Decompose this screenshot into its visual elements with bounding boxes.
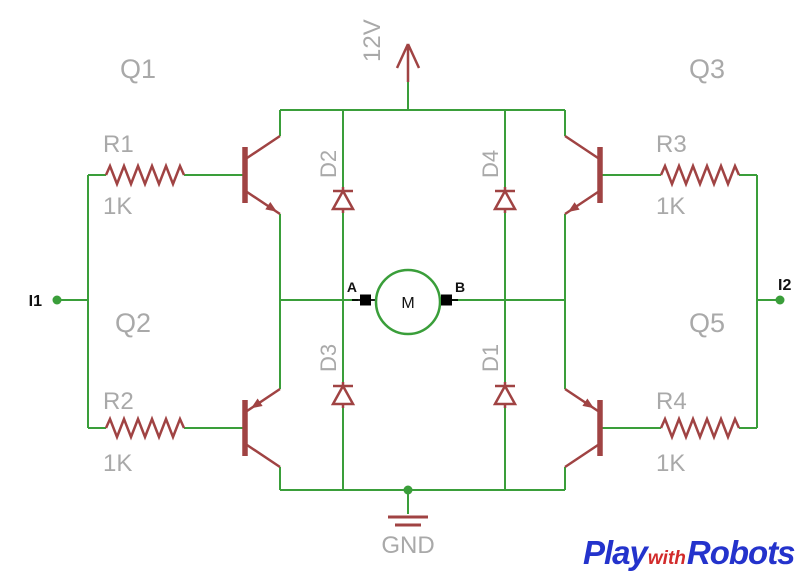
resistor-r1 bbox=[104, 164, 186, 186]
input-right-label: I2 bbox=[778, 277, 791, 294]
r4-value: 1K bbox=[656, 450, 685, 477]
diode-d3 bbox=[331, 380, 355, 410]
diode-d1 bbox=[493, 380, 517, 410]
transistor-q2 bbox=[242, 387, 281, 469]
d2-label: D2 bbox=[316, 150, 341, 178]
input-left-label: I1 bbox=[29, 293, 42, 310]
ground-node bbox=[403, 485, 413, 495]
r3-value: 1K bbox=[656, 193, 685, 220]
motor-terminal-a-pad bbox=[360, 294, 371, 306]
transistor-q5 bbox=[564, 387, 603, 469]
resistor-r3 bbox=[659, 164, 741, 186]
motor: M A B bbox=[347, 268, 465, 336]
d4-label: D4 bbox=[478, 150, 503, 178]
terminal-a-label: A bbox=[347, 279, 357, 295]
q1-label: Q1 bbox=[120, 54, 156, 84]
transistor-q3 bbox=[564, 134, 603, 216]
diode-d4 bbox=[493, 185, 517, 215]
resistor-r4 bbox=[659, 417, 741, 439]
r2-label: R2 bbox=[103, 388, 134, 415]
q3-label: Q3 bbox=[689, 54, 725, 84]
logo-part-with: with bbox=[647, 548, 686, 569]
r1-label: R1 bbox=[103, 131, 134, 158]
ground-symbol bbox=[388, 515, 428, 527]
r1-value: 1K bbox=[103, 193, 132, 220]
input-left-node bbox=[52, 295, 62, 305]
transistor-q1 bbox=[242, 134, 281, 216]
r4-label: R4 bbox=[656, 388, 687, 415]
motor-terminal-b-pad bbox=[441, 294, 452, 306]
d1-label: D1 bbox=[478, 344, 503, 372]
r2-value: 1K bbox=[103, 450, 132, 477]
wire-net bbox=[57, 80, 780, 514]
logo-part-robots: Robots bbox=[686, 534, 796, 571]
logo-part-play: Play bbox=[583, 534, 648, 571]
resistor-r2 bbox=[104, 417, 186, 439]
input-right-node bbox=[775, 295, 785, 305]
r3-label: R3 bbox=[656, 131, 687, 158]
q2-label: Q2 bbox=[115, 308, 151, 338]
supply-symbol bbox=[395, 43, 421, 82]
terminal-b-label: B bbox=[455, 279, 465, 295]
diode-d2 bbox=[331, 185, 355, 215]
d3-label: D3 bbox=[316, 344, 341, 372]
ground-label: GND bbox=[381, 532, 434, 559]
motor-label: M bbox=[401, 295, 414, 312]
q5-label: Q5 bbox=[689, 308, 725, 338]
supply-label: 12V bbox=[359, 19, 386, 62]
